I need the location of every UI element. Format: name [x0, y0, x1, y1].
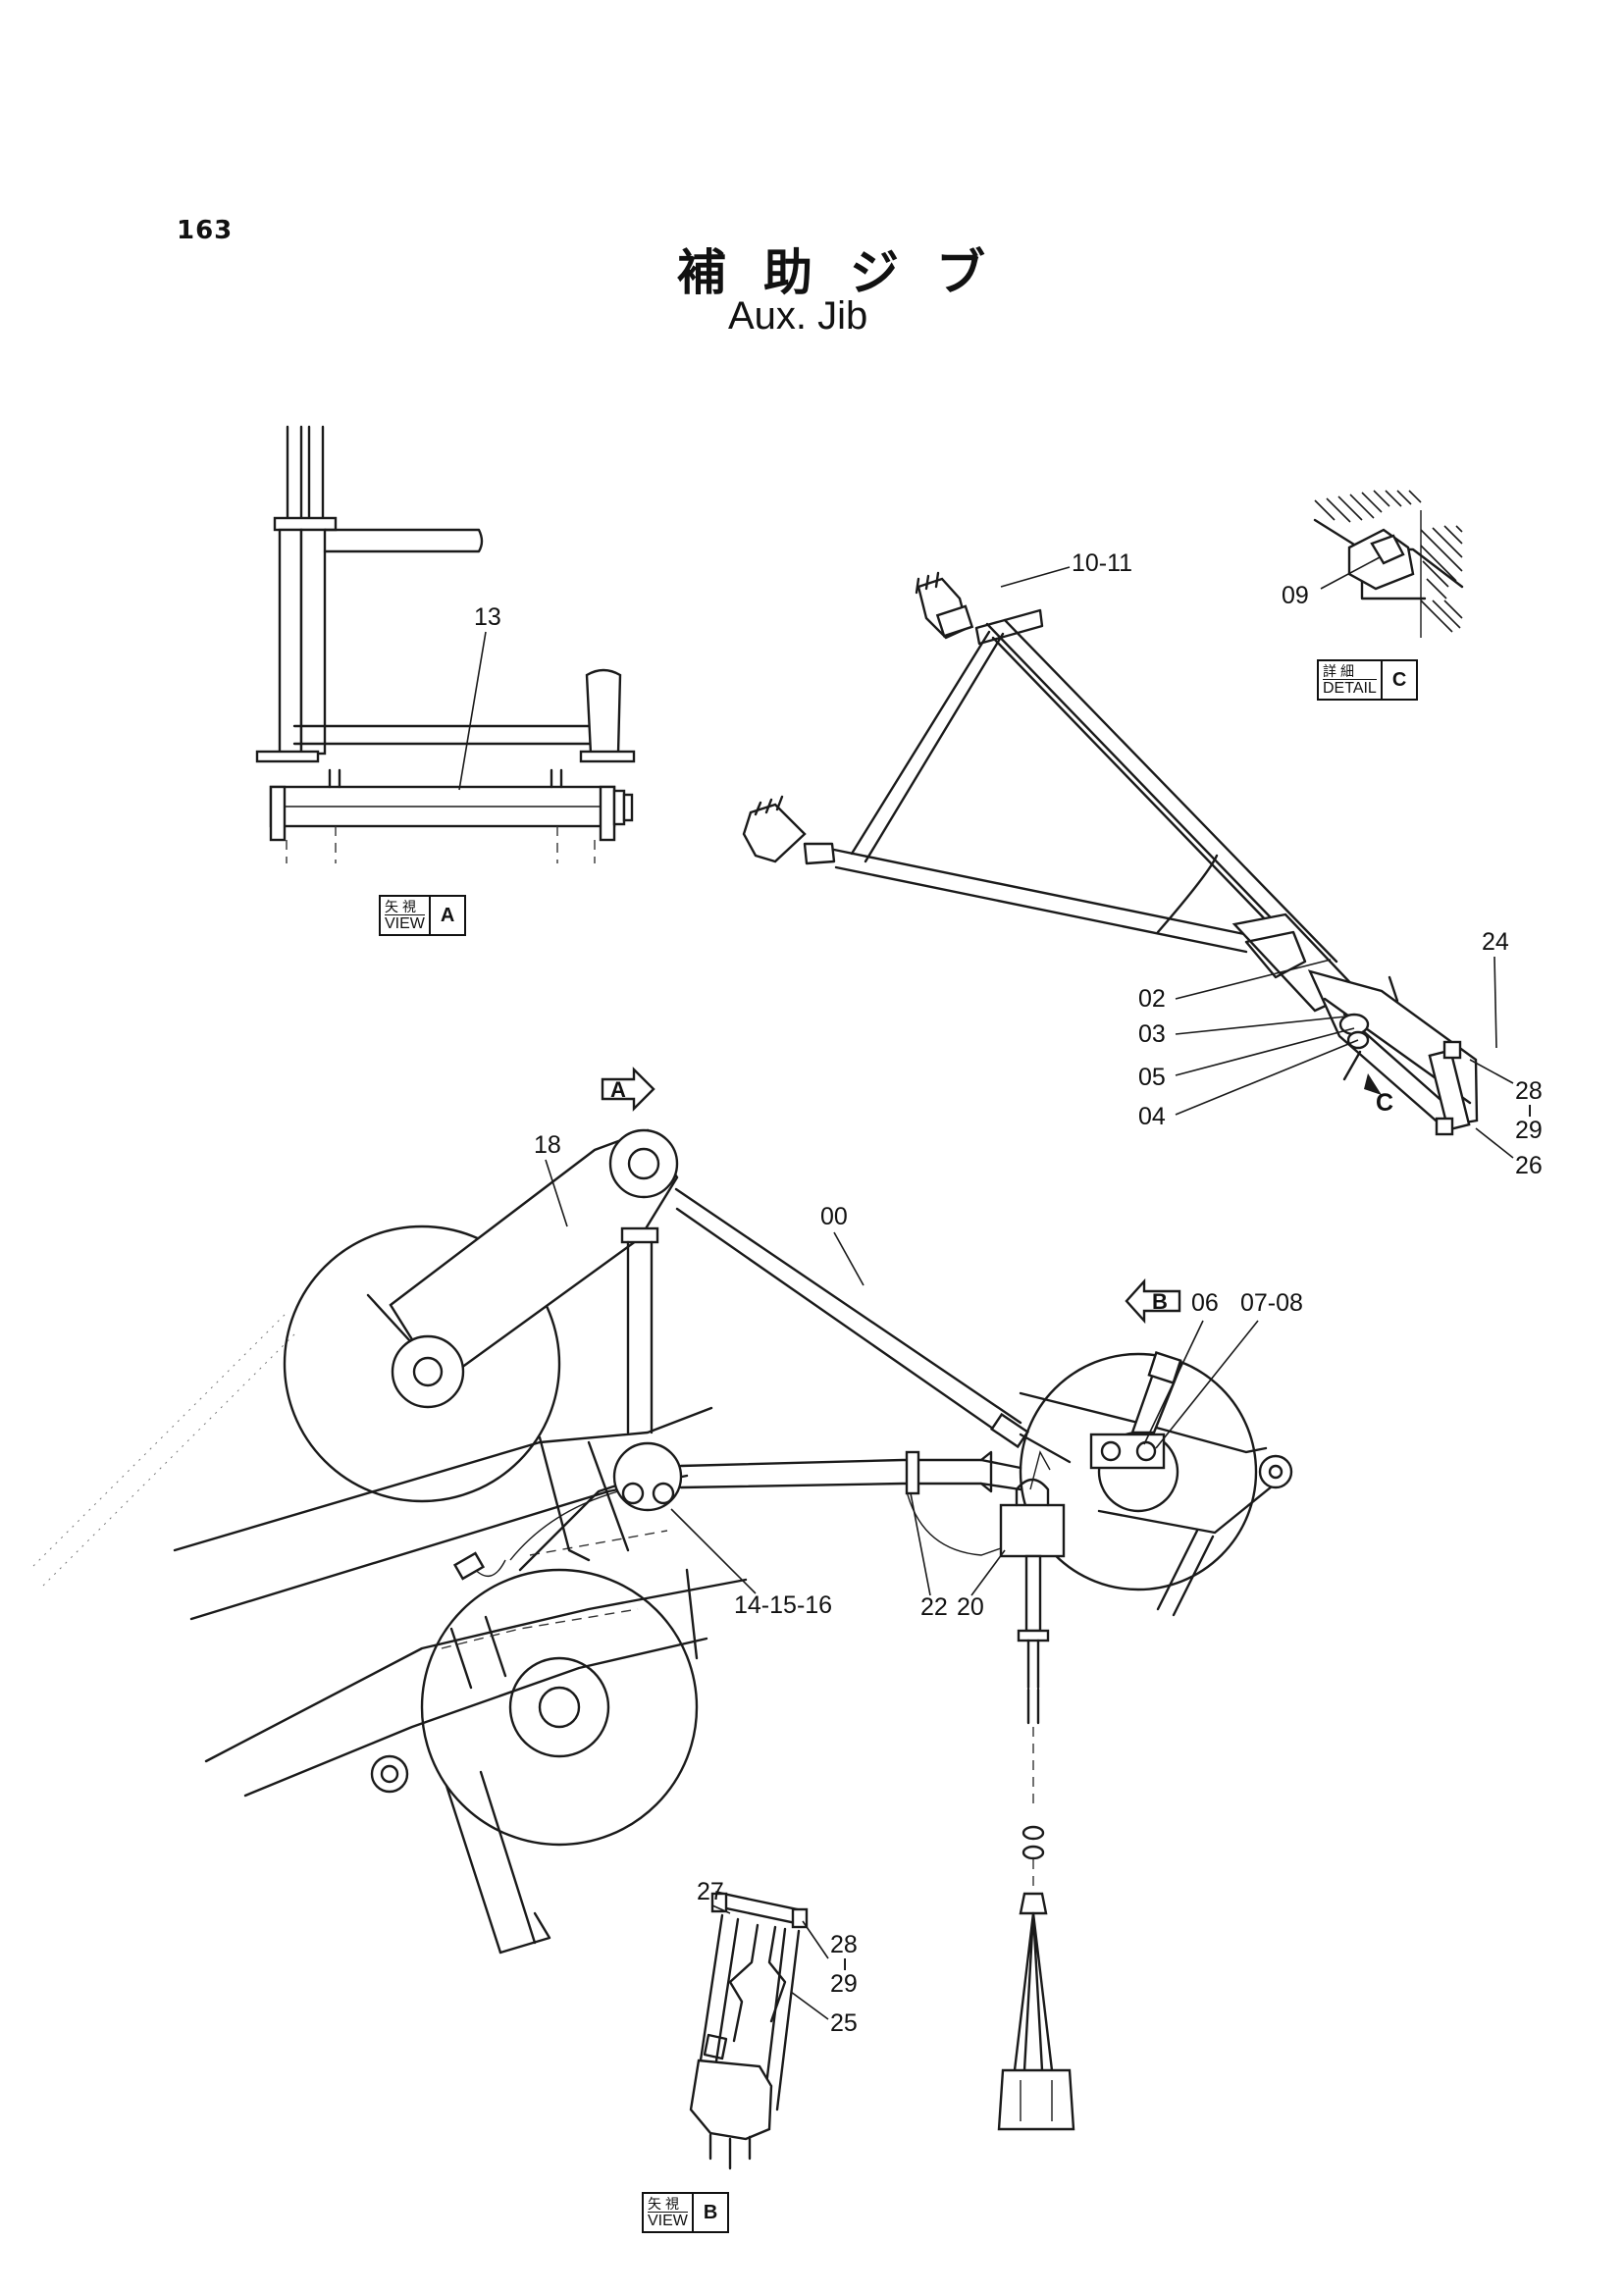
- leader-14-15-16: [670, 1508, 757, 1594]
- part-label-26: 26: [1515, 1152, 1543, 1179]
- detail-c-tag-jp: 詳細: [1323, 662, 1358, 679]
- leader-02: [1175, 959, 1332, 1000]
- leader-24: [1493, 956, 1497, 1049]
- part-label-00: 00: [820, 1203, 848, 1230]
- part-label-27: 27: [697, 1878, 724, 1905]
- arrow-marker-b: B: [1125, 1277, 1181, 1325]
- part-label-28-top: 28: [1515, 1077, 1543, 1105]
- part-label-06: 06: [1191, 1289, 1219, 1317]
- part-label-13: 13: [474, 603, 501, 631]
- view-a-drawing: [255, 425, 636, 863]
- part-label-29-bottom: 29: [830, 1970, 858, 1998]
- part-label-24: 24: [1482, 928, 1509, 956]
- view-b-tag-jp: 矢視: [648, 2195, 683, 2212]
- leader-18: [545, 1159, 568, 1227]
- detail-c-tag-en: DETAIL: [1323, 678, 1377, 697]
- view-a-tag-jp: 矢視: [385, 898, 420, 914]
- view-b-tag-letter: B: [703, 2201, 718, 2223]
- leader-06: [1143, 1320, 1204, 1445]
- part-label-29-top: 29: [1515, 1117, 1543, 1144]
- leader-13: [458, 631, 487, 791]
- leader-27: [711, 1904, 731, 1914]
- page-number: 163: [177, 216, 234, 245]
- part-label-20: 20: [957, 1593, 984, 1621]
- range-dash-bottom: ı: [842, 1951, 848, 1975]
- view-a-tag-en: VIEW: [385, 913, 425, 932]
- leader-26: [1475, 1127, 1514, 1159]
- a-frame-drawing: [742, 571, 1479, 1136]
- title-japanese: 補助ジブ: [677, 244, 1022, 301]
- svg-text:B: B: [1152, 1289, 1168, 1314]
- part-label-10-11: 10-11: [1072, 549, 1132, 577]
- main-assembly-drawing: [28, 1128, 1293, 2131]
- detail-c-tag: 詳細 DETAIL C: [1317, 659, 1419, 701]
- range-dash-top: ı: [1527, 1097, 1533, 1121]
- leader-00: [833, 1231, 864, 1286]
- part-label-22: 22: [920, 1593, 948, 1621]
- part-label-05: 05: [1138, 1064, 1166, 1091]
- part-label-09: 09: [1282, 582, 1309, 609]
- leader-04: [1175, 1039, 1359, 1116]
- leader-05: [1175, 1027, 1355, 1076]
- part-label-28-bottom: 28: [830, 1931, 858, 1958]
- leader-28-29-bottom: [802, 1920, 829, 1959]
- part-label-07-08: 07-08: [1240, 1289, 1303, 1317]
- leader-07-08: [1155, 1320, 1259, 1449]
- view-b-tag: 矢視 VIEW B: [642, 2192, 730, 2233]
- detail-c-drawing: [1313, 490, 1464, 638]
- leader-20: [970, 1549, 1006, 1596]
- part-label-04: 04: [1138, 1103, 1166, 1130]
- view-a-tag: 矢視 VIEW A: [379, 895, 467, 936]
- detail-c-marker: C: [1376, 1089, 1393, 1117]
- leader-28-29: [1469, 1059, 1514, 1084]
- part-label-02: 02: [1138, 985, 1166, 1013]
- view-b-tag-en: VIEW: [648, 2211, 688, 2229]
- leader-09: [1320, 556, 1381, 590]
- arrow-marker-a: A: [601, 1067, 655, 1112]
- part-label-25: 25: [830, 2009, 858, 2037]
- svg-text:A: A: [610, 1077, 626, 1102]
- leader-22: [910, 1492, 931, 1596]
- title-english: Aux. Jib: [728, 294, 868, 338]
- view-a-tag-letter: A: [440, 904, 455, 926]
- part-label-14-15-16: 14-15-16: [734, 1591, 832, 1619]
- part-label-03: 03: [1138, 1020, 1166, 1048]
- leader-25: [790, 1991, 829, 2020]
- view-b-drawing: [689, 1891, 809, 2170]
- leader-10-11: [1000, 566, 1071, 588]
- leader-03: [1175, 1016, 1347, 1035]
- detail-c-tag-letter: C: [1391, 668, 1407, 691]
- part-label-18: 18: [534, 1131, 561, 1159]
